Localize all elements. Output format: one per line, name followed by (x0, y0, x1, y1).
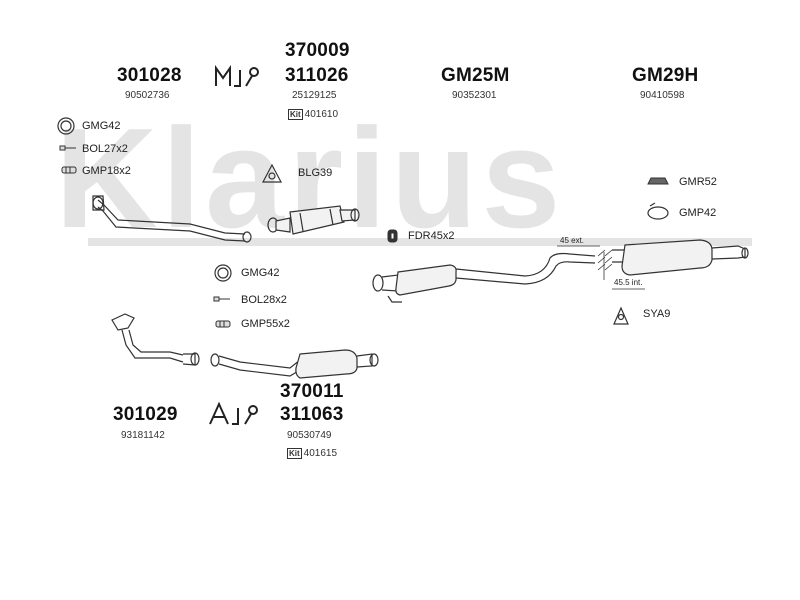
label-gmp55x2: GMP55x2 (241, 318, 290, 330)
bolt-icon (59, 145, 230, 302)
watermark-underline (88, 238, 752, 246)
kit-number: 401610 (304, 109, 339, 120)
mounting-rubber-icon (647, 177, 669, 185)
label-gmg42-top: GMG42 (82, 120, 121, 132)
oe-number-25129125: 25129125 (292, 90, 337, 101)
engine-m-icon (215, 64, 259, 87)
dimension-ext: 45 ext. (560, 236, 585, 245)
kit-number-401615: Kit 401615 (287, 448, 337, 459)
catalytic-converter-311026 (267, 205, 360, 235)
label-blg39: BLG39 (298, 167, 333, 179)
catalytic-converter-311063 (210, 349, 379, 379)
label-bol27x2: BOL27x2 (82, 143, 128, 155)
label-gmp18x2: GMP18x2 (82, 165, 131, 177)
label-bol28x2: BOL28x2 (241, 294, 287, 306)
gasket-plate-icon (647, 202, 669, 220)
oe-number-90352301: 90352301 (452, 90, 497, 101)
part-code-301028: 301028 (117, 65, 182, 86)
dimension-int: 45.5 int. (614, 278, 643, 287)
oe-number-93181142: 93181142 (121, 430, 165, 441)
kit-icon: Kit (288, 109, 303, 120)
part-code-370011: 370011 (280, 381, 344, 402)
dimension-markers (557, 245, 645, 290)
label-gmg42-bottom: GMG42 (241, 267, 280, 279)
kit-number: 401615 (303, 448, 338, 459)
label-gmr52: GMR52 (679, 176, 717, 188)
part-code-311063: 311063 (280, 404, 344, 425)
rear-silencer-gm29h (612, 239, 749, 276)
part-code-311026: 311026 (285, 65, 349, 86)
part-code-301029: 301029 (113, 404, 178, 425)
rubber-mount-icon (387, 229, 398, 243)
hanger-bracket-icon (613, 306, 629, 325)
bracket-icon (262, 163, 282, 183)
label-sya9: SYA9 (643, 308, 671, 320)
part-code-gm29h: GM29H (632, 65, 699, 86)
part-code-370009: 370009 (285, 40, 350, 61)
centre-silencer-gm25m (372, 252, 596, 303)
kit-number-401610: Kit 401610 (288, 109, 338, 120)
label-fdr45x2: FDR45x2 (408, 230, 455, 242)
oe-number-90530749: 90530749 (287, 430, 332, 441)
front-pipe-301028 (92, 195, 252, 243)
oe-number-90502736: 90502736 (125, 90, 170, 101)
clamp-icon (61, 166, 231, 328)
gasket-ring-icon (57, 117, 232, 282)
kit-icon: Kit (287, 448, 302, 459)
engine-a-icon (209, 401, 258, 425)
oe-number-90410598: 90410598 (640, 90, 685, 101)
front-pipe-301029 (111, 313, 200, 366)
label-gmp42: GMP42 (679, 207, 717, 219)
part-code-gm25m: GM25M (441, 65, 510, 86)
